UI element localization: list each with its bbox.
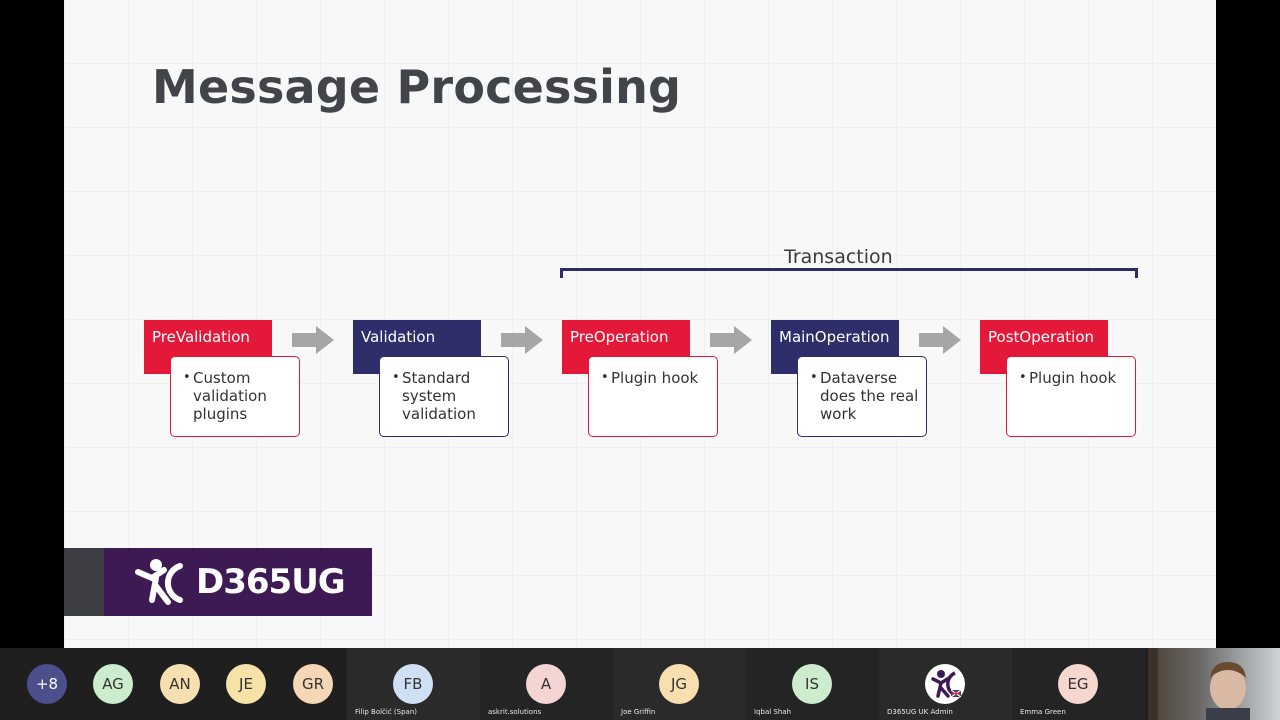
bullet-icon: • (183, 370, 191, 385)
participant-avatar[interactable]: AN (160, 664, 200, 704)
stage-body: •Standard system validation (379, 356, 509, 437)
d365ug-logo-icon (135, 559, 183, 605)
arrow-right-icon (919, 326, 961, 354)
stage-body: •Custom validation plugins (170, 356, 300, 437)
stage-body: •Dataverse does the real work (797, 356, 927, 437)
participant-avatar: FB (393, 664, 433, 704)
participant-name: Joe Griffin (621, 708, 656, 716)
bullet-icon: • (392, 370, 400, 385)
arrow-right-icon (501, 326, 543, 354)
participant-tile[interactable]: D365UG UK Admin (879, 648, 1012, 720)
participant-name: askrit.solutions (488, 708, 542, 716)
bullet-icon: • (810, 370, 818, 385)
stage-validation: Validation •Standard system validation (353, 320, 509, 438)
arrow-right-icon (710, 326, 752, 354)
stage-postoperation: PostOperation •Plugin hook (980, 320, 1136, 438)
slide-title: Message Processing (152, 60, 682, 114)
participant-name: Filip Bolčić (Span) (355, 708, 417, 716)
stage-prevalidation: PreValidation •Custom validation plugins (144, 320, 300, 438)
stage-preoperation: PreOperation •Plugin hook (562, 320, 718, 438)
participant-avatar: IS (792, 664, 832, 704)
presenter-video-icon (1148, 648, 1250, 720)
participant-avatar (925, 664, 965, 704)
brand-banner: D365UG (104, 548, 372, 616)
brand-strip (64, 548, 104, 616)
participant-avatar: EG (1058, 664, 1098, 704)
stage-bullet: Plugin hook (611, 369, 699, 387)
participant-avatar[interactable]: AG (93, 664, 133, 704)
stage-bullet: Custom validation plugins (193, 369, 267, 423)
stage-bullet: Plugin hook (1029, 369, 1117, 387)
presentation-slide: Message Processing Transaction PreValida… (64, 0, 1216, 648)
stage-mainoperation: MainOperation •Dataverse does the real w… (771, 320, 927, 438)
participant-tile[interactable]: FB Filip Bolčić (Span) (347, 648, 480, 720)
participant-avatar[interactable]: JE (226, 664, 266, 704)
d365ug-admin-logo-icon (931, 670, 962, 698)
stage-body: •Plugin hook (588, 356, 718, 437)
participant-tile[interactable]: IS Iqbal Shah (746, 648, 879, 720)
camera-video-tile[interactable] (1148, 648, 1280, 720)
stage-body: •Plugin hook (1006, 356, 1136, 437)
participant-tile[interactable]: EG Emma Green (1012, 648, 1145, 720)
participant-avatar[interactable]: GR (293, 664, 333, 704)
participant-name: Emma Green (1020, 708, 1066, 716)
brand-text: D365UG (196, 562, 346, 602)
stage-bullet: Dataverse does the real work (820, 369, 919, 423)
participant-avatar: A (526, 664, 566, 704)
arrow-right-icon (292, 326, 334, 354)
participant-avatar: JG (659, 664, 699, 704)
participant-tile[interactable]: A askrit.solutions (480, 648, 613, 720)
bullet-icon: • (601, 370, 609, 385)
more-participants-button[interactable]: +8 (27, 664, 67, 704)
participant-name: Iqbal Shah (754, 708, 792, 716)
transaction-bracket (560, 268, 1138, 278)
transaction-label: Transaction (784, 246, 893, 268)
stage-bullet: Standard system validation (402, 369, 476, 423)
participant-tile[interactable]: JG Joe Griffin (613, 648, 746, 720)
participant-name: D365UG UK Admin (887, 708, 953, 716)
bullet-icon: • (1019, 370, 1027, 385)
